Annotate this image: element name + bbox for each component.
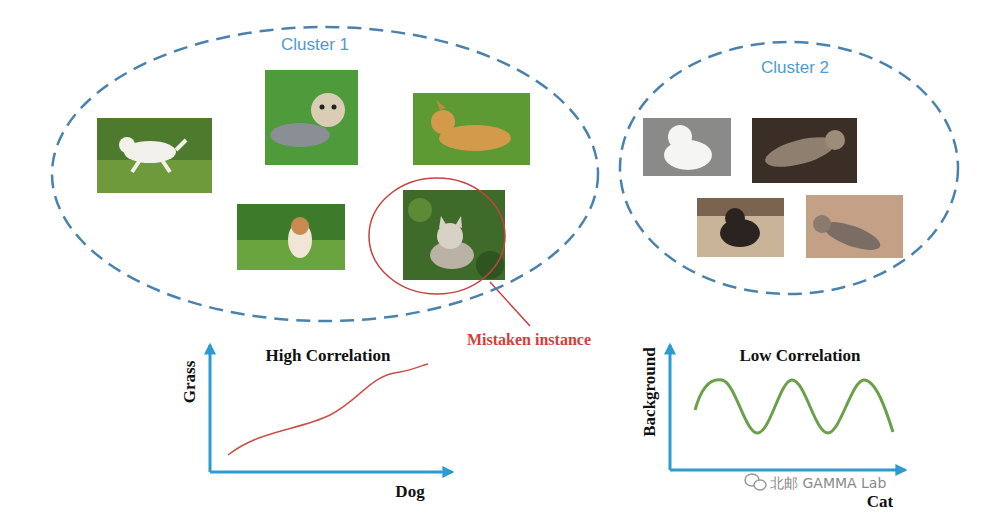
photo-ground	[403, 190, 505, 280]
cat-head	[668, 125, 692, 149]
wave-curve	[695, 380, 893, 433]
mistake-circle	[369, 178, 505, 294]
cluster-ellipse: Cluster 1	[50, 25, 600, 323]
dog-photo	[265, 70, 358, 165]
cluster-label: Cluster 2	[761, 58, 829, 78]
photo-ground	[752, 118, 857, 183]
correlation-curve	[228, 364, 428, 455]
dog-photo	[97, 118, 212, 193]
watermark: 北邮 GAMMA Lab	[770, 474, 886, 492]
x-axis	[670, 469, 905, 472]
dog-photo	[413, 93, 530, 165]
dog-eye	[332, 105, 337, 110]
cat-ears	[439, 216, 462, 228]
dog-head	[119, 137, 135, 153]
photo-grass	[97, 160, 212, 193]
photo-ground	[413, 93, 530, 165]
photo-ground	[643, 118, 731, 176]
cat-photo	[697, 198, 784, 257]
cat-photo	[643, 118, 731, 176]
callout-label: Mistaken instance	[467, 331, 591, 349]
cat-head	[725, 208, 745, 228]
leader-line	[490, 282, 530, 326]
cat-photo	[752, 118, 857, 183]
watermark-icon	[754, 480, 766, 490]
axis-label: Cat	[867, 493, 893, 511]
ellipse-outline	[50, 25, 600, 323]
dog-ear	[436, 100, 446, 110]
x-axis	[210, 471, 452, 474]
dog-body	[270, 123, 330, 147]
dog-head	[291, 217, 309, 235]
photo-ground	[806, 195, 903, 258]
dog-legs	[132, 140, 186, 172]
dashed-ellipse	[52, 27, 598, 321]
axis-label: Dog	[395, 483, 424, 501]
leaves	[476, 251, 504, 279]
photo-ground	[237, 204, 345, 270]
y-axis	[669, 345, 672, 470]
chart-title: Low Correlation	[739, 347, 860, 365]
photo-ground	[697, 198, 784, 257]
cat-photo	[806, 195, 903, 258]
cat-head	[825, 130, 845, 150]
axis-label: Grass	[181, 361, 199, 404]
photo-ground	[265, 70, 358, 165]
cat-photo	[403, 190, 505, 280]
cat-head	[813, 215, 831, 233]
photo-ground	[97, 118, 212, 193]
dashed-ellipse	[620, 42, 958, 294]
y-axis	[209, 345, 212, 472]
leaves	[408, 198, 432, 222]
dog-eye	[320, 105, 325, 110]
cluster-ellipse: Cluster 2	[618, 40, 960, 296]
axis-label: Background	[641, 347, 659, 436]
dog-head	[431, 110, 455, 134]
chart-title: High Correlation	[266, 347, 391, 365]
dog-head	[311, 93, 345, 127]
dog-photo	[237, 204, 345, 270]
cluster-label: Cluster 1	[281, 35, 349, 55]
ellipse-outline	[618, 40, 960, 296]
